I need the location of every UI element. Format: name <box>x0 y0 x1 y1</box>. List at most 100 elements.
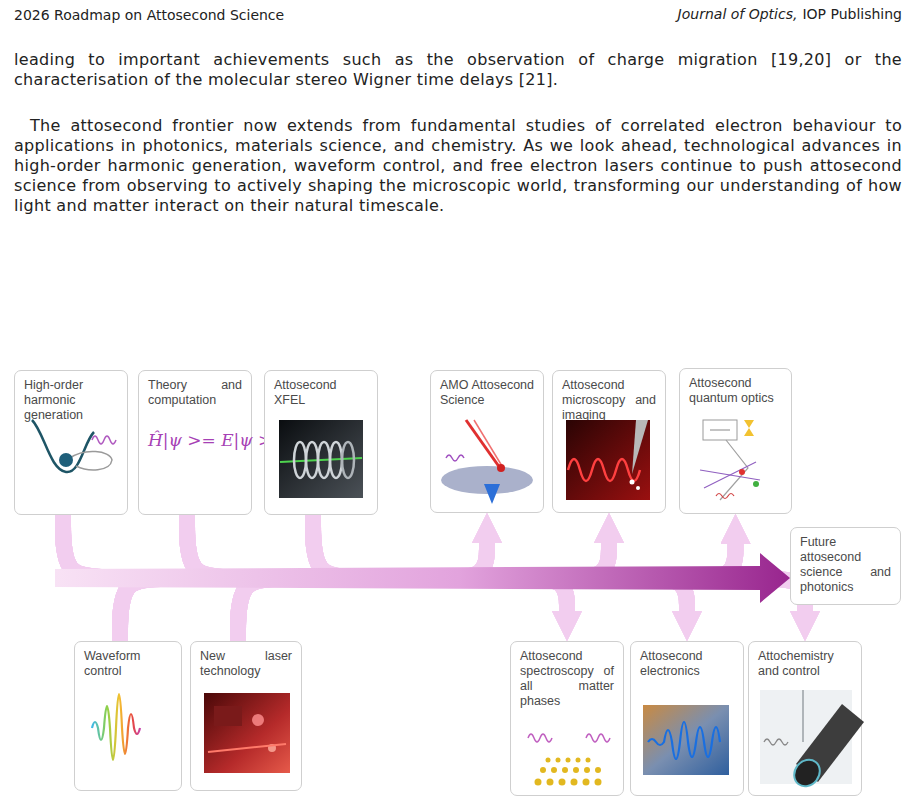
microscopy-illustration-part <box>568 459 640 481</box>
box-label: Future attosecond science and photonics <box>800 535 891 595</box>
process-box: AMO Attosecond Science <box>430 370 544 513</box>
process-box: Waveform control <box>74 641 182 791</box>
xfel-illustration-part <box>330 442 342 478</box>
main-flow-band-part <box>55 553 790 603</box>
process-box: Attosecond electronics <box>630 641 744 796</box>
xfel-illustration-part <box>294 442 306 478</box>
potential-well-illustration-part <box>59 453 73 467</box>
equation-text: Ĥ|ψ >= E|ψ > <box>148 430 242 450</box>
electronics-illustration <box>643 705 729 775</box>
lattice-illustration-part <box>551 767 557 773</box>
waveform-illustration-part <box>92 694 140 760</box>
box-label: Attosecond microscopy and imaging <box>562 378 656 423</box>
xfel-illustration-part <box>279 420 363 498</box>
lattice-illustration-part <box>586 734 610 742</box>
page-header: 2026 Roadmap on Attosecond Science <box>14 6 414 24</box>
attochemistry-illustration-part <box>796 704 864 782</box>
box-label: Attosecond XFEL <box>274 378 368 408</box>
quantum-optics-illustration-part <box>753 481 759 487</box>
laser-lab-illustration-part <box>268 744 276 752</box>
lattice-illustration-part <box>559 779 566 786</box>
lattice-illustration-part <box>595 779 602 786</box>
attochemistry-illustration-part <box>760 690 852 784</box>
electronics-illustration-part <box>648 722 720 759</box>
quantum-optics-illustration-part <box>710 430 730 431</box>
quantum-optics-illustration <box>700 420 760 500</box>
body-paragraph: The attosecond frontier now extends from… <box>14 116 902 216</box>
electronics-illustration-part <box>643 705 729 775</box>
amo-illustration-part <box>497 464 505 472</box>
body-paragraph: leading to important achievements such a… <box>14 50 902 90</box>
potential-well-illustration-part <box>92 436 116 444</box>
microscopy-illustration <box>566 420 650 500</box>
process-box: Attochemistry and control <box>748 641 862 796</box>
lattice-illustration-part <box>584 767 590 773</box>
potential-well-illustration-part <box>32 420 94 472</box>
lattice-illustration-part <box>540 767 546 773</box>
process-box: High-order harmonic generation <box>14 370 128 515</box>
microscopy-illustration-part <box>632 420 648 474</box>
lattice-illustration-part <box>547 779 554 786</box>
box-label: Attosecond quantum optics <box>689 376 782 406</box>
flow-arrow <box>313 515 567 611</box>
flow-arrow <box>120 544 736 641</box>
box-label: Attosecond spectroscopy of all matter ph… <box>520 649 614 709</box>
process-box: Attosecond XFEL <box>264 370 378 515</box>
xfel-illustration-part <box>342 442 354 478</box>
xfel-illustration-part <box>318 442 330 478</box>
page-header: IOP Publishing <box>802 6 902 22</box>
flow-arrow <box>120 543 609 641</box>
lattice-illustration-part <box>566 758 571 763</box>
quantum-optics-illustration-part <box>716 494 734 499</box>
amo-illustration-part <box>441 466 533 494</box>
process-box: Attosecond quantum optics <box>679 368 792 514</box>
box-label: Attochemistry and control <box>758 649 852 679</box>
amo-illustration-part <box>446 455 464 461</box>
lattice-illustration-part <box>586 758 591 763</box>
xfel-illustration <box>279 420 363 498</box>
microscopy-illustration-part <box>566 420 650 500</box>
flow-arrow <box>313 515 687 611</box>
lattice-illustration-part <box>595 767 601 773</box>
flow-arrow <box>187 515 805 611</box>
waveform-illustration <box>92 694 140 760</box>
main-flow-band <box>55 553 790 603</box>
laser-lab-illustration-part <box>252 714 264 726</box>
flow-arrow <box>238 543 487 641</box>
page-header: Journal of Optics, <box>678 6 798 22</box>
attochemistry-illustration-part <box>789 755 825 792</box>
lattice-illustration-part <box>556 758 561 763</box>
xfel-illustration-part <box>306 442 318 478</box>
box-label: AMO Attosecond Science <box>440 378 534 408</box>
potential-well-illustration <box>32 420 116 472</box>
process-box: New laser technology <box>190 641 302 791</box>
box-label: Waveform control <box>84 649 172 679</box>
xfel-illustration-part <box>280 458 362 462</box>
box-label: New laser technology <box>200 649 292 679</box>
amo-illustration-part <box>474 420 502 466</box>
process-box: Attosecond microscopy and imaging <box>552 370 666 513</box>
lattice-illustration <box>528 734 610 786</box>
flow-arrow <box>120 543 487 641</box>
box-label: Theory and computation <box>148 378 242 408</box>
lattice-illustration-part <box>562 767 568 773</box>
process-box: Attosecond spectroscopy of all matter ph… <box>510 641 624 796</box>
potential-well-illustration-part <box>70 451 112 470</box>
quantum-optics-illustration-part <box>720 440 748 500</box>
lattice-illustration-part <box>528 734 552 742</box>
flow-arrow <box>63 515 687 611</box>
amo-illustration <box>441 420 533 504</box>
quantum-optics-illustration-part <box>703 420 737 440</box>
microscopy-illustration-part <box>636 486 640 490</box>
flow-arrow <box>238 544 736 641</box>
lattice-illustration-part <box>576 758 581 763</box>
amo-illustration-part <box>484 484 500 504</box>
box-label: Attosecond electronics <box>640 649 734 679</box>
lattice-illustration-part <box>571 779 578 786</box>
process-box: Future attosecond science and photonics <box>790 527 901 605</box>
quantum-optics-illustration-part <box>744 420 754 436</box>
laser-lab-illustration-part <box>214 706 242 726</box>
process-box: Theory and computationĤ|ψ >= E|ψ > <box>138 370 252 515</box>
attochemistry-illustration <box>760 690 864 791</box>
